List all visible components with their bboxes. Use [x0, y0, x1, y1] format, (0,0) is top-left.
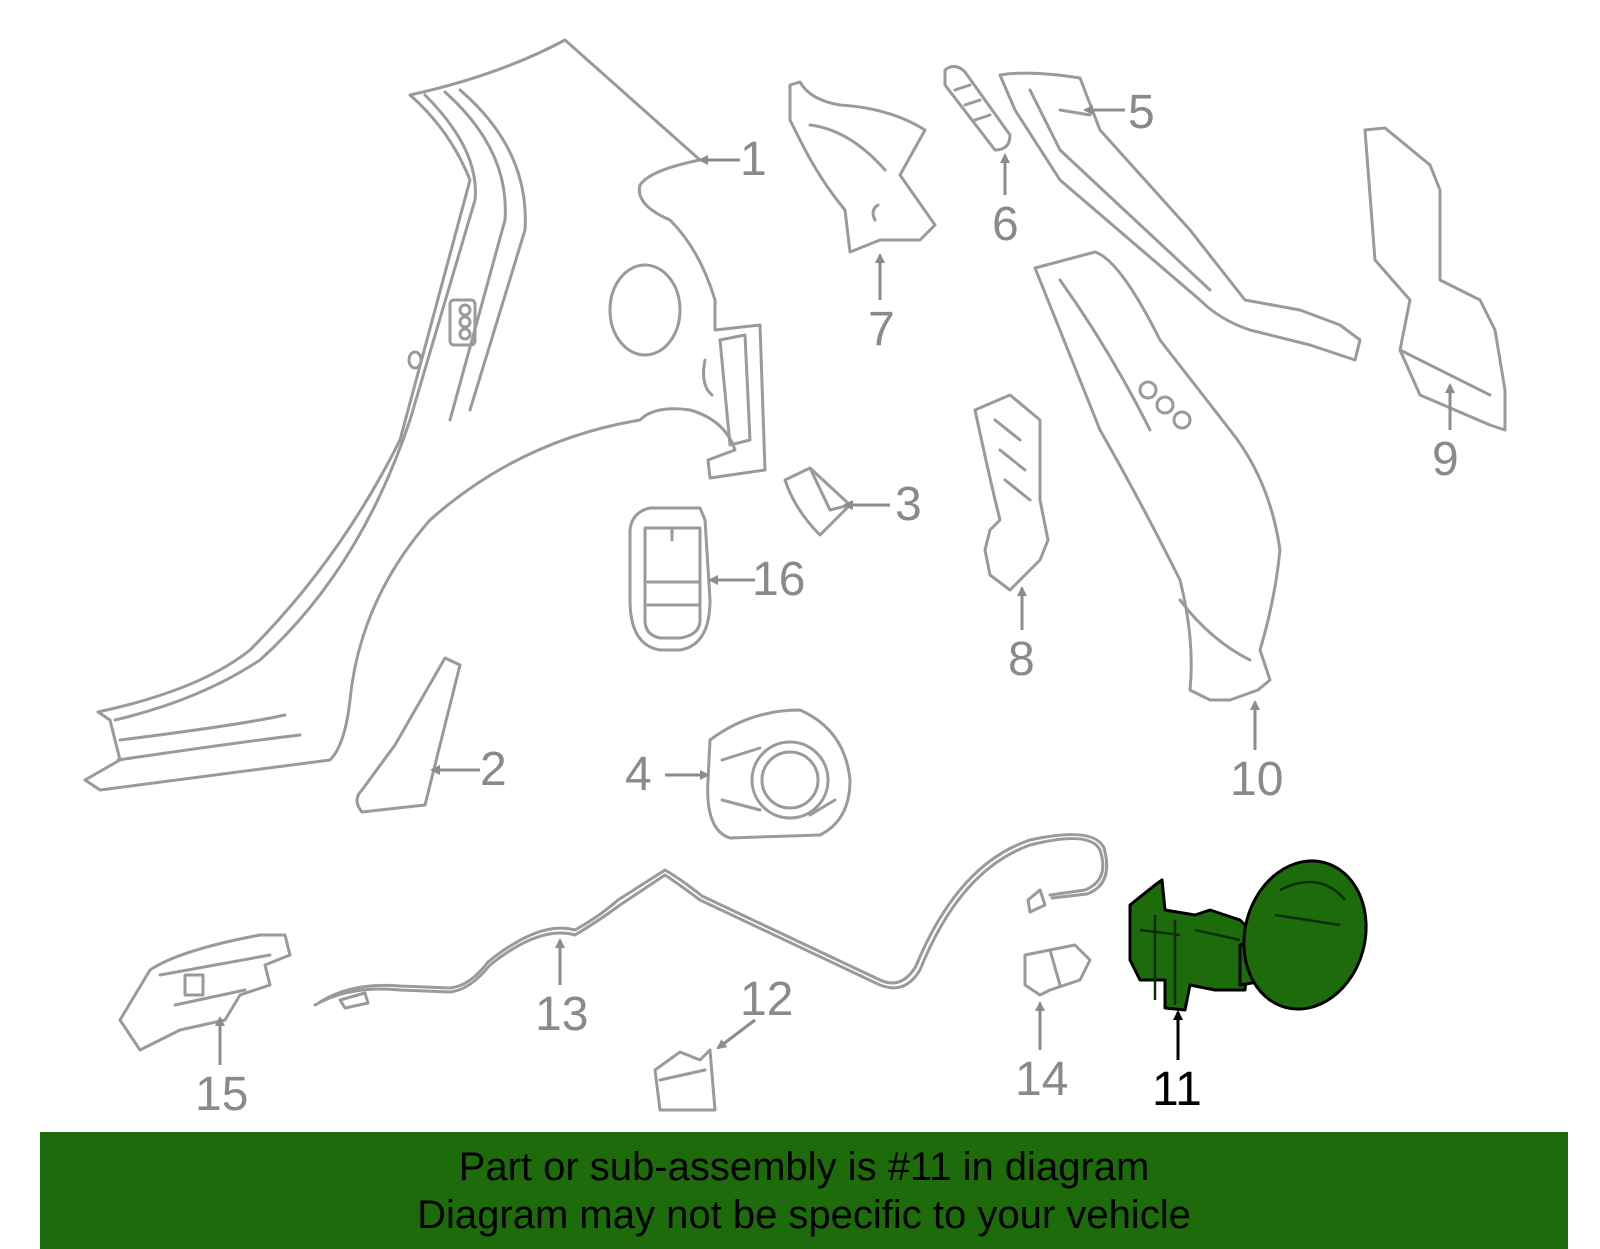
callout-11: 11 — [1152, 1063, 1202, 1116]
callout-6: 6 — [992, 198, 1019, 251]
banner-line-2: Diagram may not be specific to your vehi… — [417, 1192, 1191, 1237]
part-13-release-cable — [313, 833, 1109, 1010]
part-3-bracket — [783, 466, 852, 537]
part-6-small-clip — [943, 65, 1012, 152]
callout-16: 16 — [752, 553, 805, 606]
part-14-clip — [1023, 943, 1092, 997]
part-1-quarter-panel — [83, 38, 767, 792]
callout-2: 2 — [480, 743, 507, 796]
callout-4: 4 — [625, 748, 652, 801]
part-8-reinforcement — [973, 393, 1050, 592]
callout-5: 5 — [1128, 86, 1155, 139]
callout-12: 12 — [740, 973, 793, 1026]
info-banner: Part or sub-assembly is #11 in diagram D… — [40, 1132, 1568, 1249]
part-12-bracket — [653, 1048, 717, 1112]
callout-13: 13 — [535, 988, 588, 1041]
callout-3: 3 — [895, 478, 922, 531]
callout-8: 8 — [1008, 633, 1035, 686]
part-9-pillar-extension — [1363, 126, 1507, 432]
part-11-fuel-door-assembly — [1128, 859, 1368, 1012]
callout-9: 9 — [1432, 433, 1459, 486]
callout-7: 7 — [868, 303, 895, 356]
part-15-handle-bracket — [118, 933, 292, 1052]
part-16-plug — [628, 506, 712, 652]
part-2-trim-piece — [355, 656, 462, 814]
callout-15: 15 — [195, 1068, 248, 1121]
banner-line-1: Part or sub-assembly is #11 in diagram — [458, 1144, 1150, 1189]
callout-10: 10 — [1230, 753, 1283, 806]
part-7-extension — [788, 80, 937, 254]
callout-1: 1 — [740, 133, 767, 186]
part-4-fuel-housing — [706, 708, 852, 840]
part-10-inner-panel — [1033, 250, 1282, 702]
callout-14: 14 — [1015, 1053, 1068, 1106]
parts-diagram: 1 2 3 4 5 6 7 — [83, 38, 1507, 1121]
